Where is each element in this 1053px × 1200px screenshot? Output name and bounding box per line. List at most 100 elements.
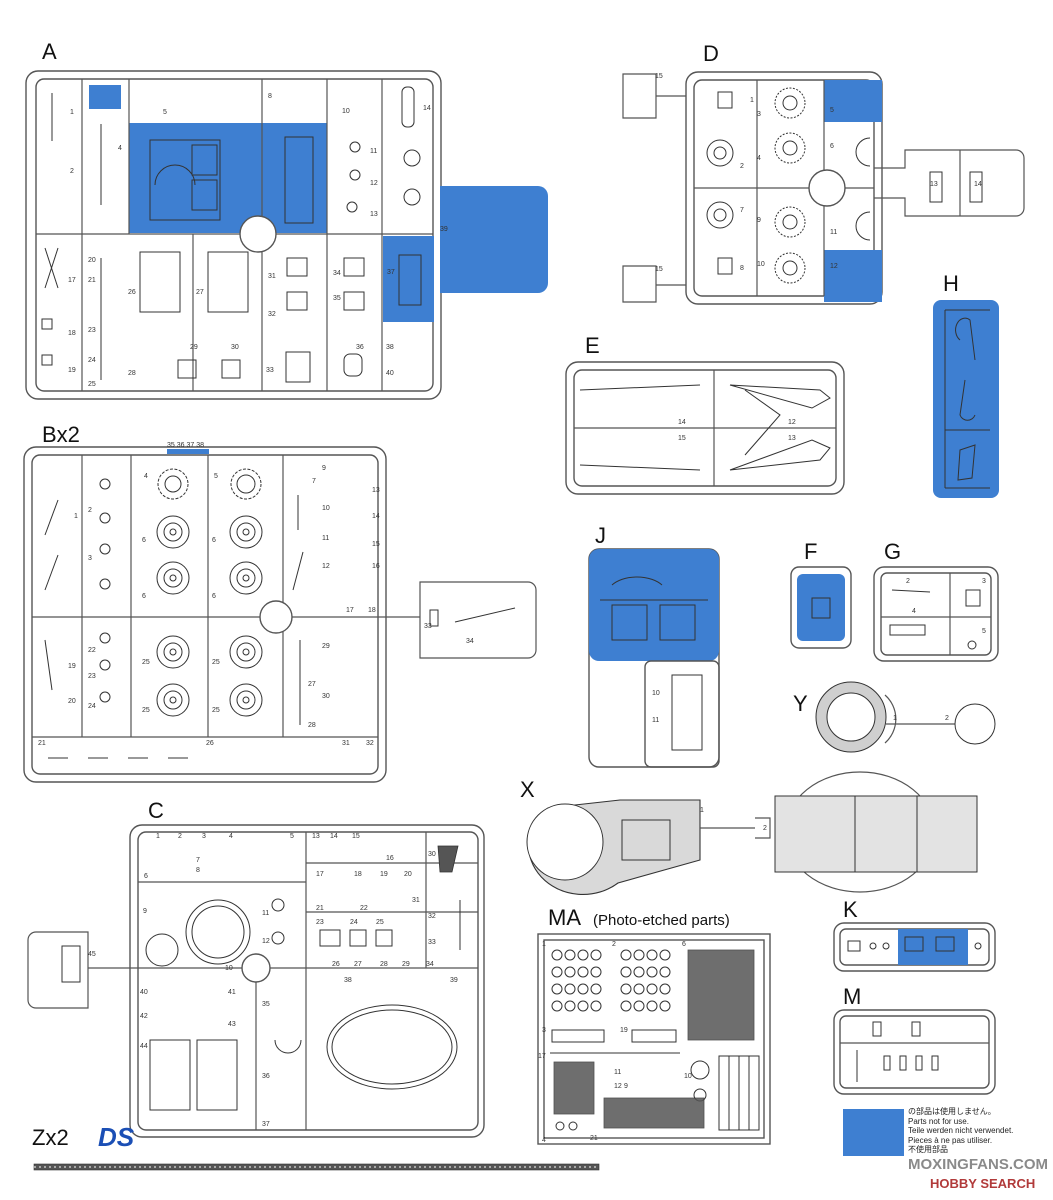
svg-text:3: 3 — [757, 111, 761, 118]
svg-text:22: 22 — [360, 905, 368, 912]
sprue-h: H — [933, 271, 999, 498]
svg-text:17: 17 — [538, 1053, 546, 1060]
svg-text:31: 31 — [342, 740, 350, 747]
svg-text:9: 9 — [757, 217, 761, 224]
svg-text:3: 3 — [542, 1027, 546, 1034]
svg-text:32: 32 — [268, 311, 276, 318]
svg-text:6: 6 — [142, 537, 146, 544]
svg-text:30: 30 — [231, 344, 239, 351]
svg-text:38: 38 — [386, 344, 394, 351]
svg-text:13: 13 — [312, 833, 320, 840]
svg-text:29: 29 — [322, 643, 330, 650]
svg-text:30: 30 — [428, 851, 436, 858]
svg-text:22: 22 — [88, 647, 96, 654]
sprue-bx2-frame — [23, 446, 387, 783]
svg-text:11: 11 — [830, 229, 837, 236]
svg-text:20: 20 — [404, 871, 412, 878]
svg-text:11: 11 — [370, 148, 377, 155]
unused-parts-a-hull — [129, 123, 327, 233]
svg-text:10: 10 — [225, 965, 233, 972]
svg-text:3: 3 — [88, 555, 92, 562]
svg-text:25: 25 — [142, 707, 150, 714]
svg-text:15: 15 — [655, 266, 663, 273]
svg-text:9: 9 — [624, 1083, 628, 1090]
svg-text:12: 12 — [614, 1083, 622, 1090]
svg-text:4: 4 — [912, 608, 916, 615]
svg-text:13: 13 — [788, 435, 796, 442]
svg-text:1: 1 — [750, 97, 754, 104]
svg-text:2: 2 — [763, 825, 767, 832]
svg-text:27: 27 — [308, 681, 316, 688]
sprue-d-frame — [685, 71, 883, 305]
svg-text:12: 12 — [322, 563, 330, 570]
sprue-h-label: H — [943, 271, 959, 296]
legend-line-zh: 不使用部品 — [908, 1145, 948, 1154]
sprue-ma-note: (Photo-etched parts) — [593, 912, 730, 929]
svg-text:4: 4 — [229, 833, 233, 840]
legend-line-fr: Pieces à ne pas utiliser. — [908, 1135, 993, 1145]
watermark-hobby-search: HOBBY SEARCH — [930, 1176, 1036, 1191]
svg-text:40: 40 — [140, 989, 148, 996]
sprue-zx2: Zx2 DS — [32, 1122, 600, 1171]
svg-text:4: 4 — [144, 473, 148, 480]
svg-text:9: 9 — [143, 908, 147, 915]
sprue-k: K — [833, 897, 996, 972]
svg-text:1: 1 — [156, 833, 160, 840]
svg-text:6: 6 — [144, 873, 148, 880]
svg-text:19: 19 — [620, 1027, 628, 1034]
svg-text:25: 25 — [212, 659, 220, 666]
svg-text:15: 15 — [655, 73, 663, 80]
svg-text:33: 33 — [428, 939, 436, 946]
svg-text:26: 26 — [332, 961, 340, 968]
sprue-bx2-label: Bx2 — [42, 422, 80, 447]
svg-text:19: 19 — [380, 871, 388, 878]
svg-text:12: 12 — [370, 180, 378, 187]
svg-text:28: 28 — [308, 722, 316, 729]
sprue-x: X 21 — [520, 771, 978, 896]
svg-text:23: 23 — [88, 327, 96, 334]
svg-text:8: 8 — [740, 265, 744, 272]
svg-text:13: 13 — [930, 181, 938, 188]
svg-text:18: 18 — [368, 607, 376, 614]
svg-text:10: 10 — [757, 261, 765, 268]
svg-text:2: 2 — [70, 168, 74, 175]
svg-text:25: 25 — [376, 919, 384, 926]
svg-text:42: 42 — [140, 1013, 148, 1020]
svg-text:40: 40 — [386, 370, 394, 377]
svg-text:11: 11 — [614, 1069, 621, 1076]
svg-text:36: 36 — [356, 344, 364, 351]
svg-text:3: 3 — [982, 578, 986, 585]
svg-text:41: 41 — [228, 989, 236, 996]
svg-text:17: 17 — [346, 607, 354, 614]
unused-parts-k — [898, 929, 968, 965]
svg-text:4: 4 — [118, 145, 122, 152]
svg-text:7: 7 — [312, 478, 316, 485]
svg-text:21: 21 — [88, 277, 96, 284]
svg-text:34: 34 — [466, 638, 474, 645]
sprue-f-label: F — [804, 539, 817, 564]
svg-text:19: 19 — [68, 663, 76, 670]
svg-text:2: 2 — [612, 941, 616, 948]
svg-text:25: 25 — [212, 707, 220, 714]
svg-text:6: 6 — [682, 941, 686, 948]
svg-text:21: 21 — [316, 905, 324, 912]
sprue-c-label: C — [148, 798, 164, 823]
unused-part-d12 — [824, 250, 882, 302]
svg-text:31: 31 — [412, 897, 420, 904]
svg-text:34: 34 — [426, 961, 434, 968]
sprue-m-label: M — [843, 984, 861, 1009]
svg-text:45: 45 — [88, 951, 96, 958]
svg-text:1: 1 — [700, 807, 704, 814]
svg-text:32: 32 — [366, 740, 374, 747]
svg-text:2: 2 — [945, 715, 949, 722]
svg-text:15: 15 — [678, 435, 686, 442]
svg-text:36: 36 — [262, 1073, 270, 1080]
unused-parts-b35-38 — [167, 449, 209, 454]
svg-text:12: 12 — [788, 419, 796, 426]
svg-text:28: 28 — [128, 370, 136, 377]
sprue-e-frame — [565, 361, 845, 495]
svg-text:13: 13 — [372, 487, 380, 494]
